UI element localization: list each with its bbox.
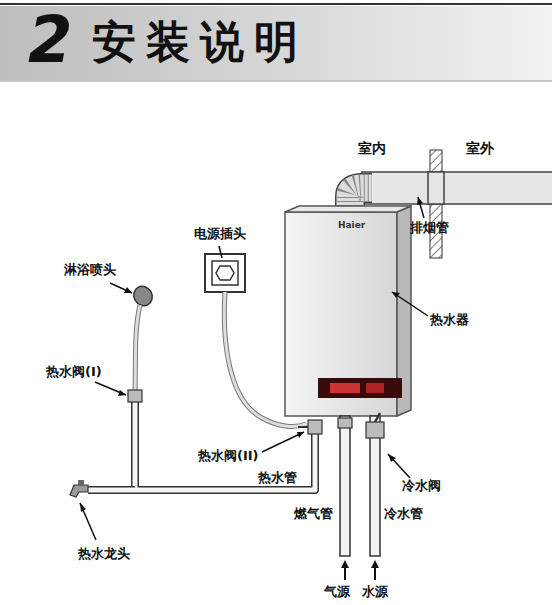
part-label: 热水管 <box>258 470 297 486</box>
part-label: 电源插头 <box>194 226 246 242</box>
part-label: 冷水管 <box>384 506 423 522</box>
part-label: 热水阀(II) <box>198 448 259 464</box>
part-label: 热水器 <box>430 312 469 328</box>
page-title: 安装说明 <box>92 16 308 69</box>
part-label: 冷水阀 <box>402 478 441 494</box>
part-label: 排烟管 <box>410 220 449 236</box>
region-label: 室外 <box>466 140 494 157</box>
source-label: 气源 <box>324 584 350 600</box>
brand-logo: Haier <box>338 220 365 231</box>
source-label: 水源 <box>362 584 388 600</box>
part-label: 燃气管 <box>294 506 333 522</box>
part-label: 热水阀(I) <box>46 364 102 380</box>
part-label: 淋浴喷头 <box>64 262 116 278</box>
section-number: 2 <box>28 2 73 79</box>
part-label: 热水龙头 <box>78 546 130 562</box>
region-label: 室内 <box>358 140 386 157</box>
